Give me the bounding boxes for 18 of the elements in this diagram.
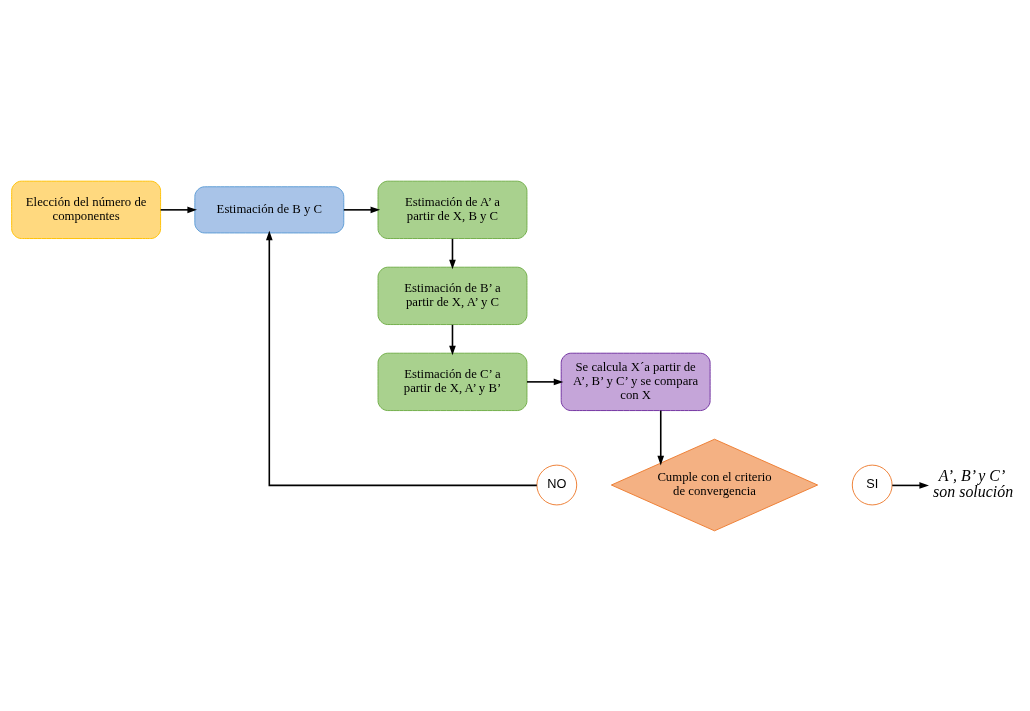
node-box: Se calcula X´a partir de A’, B’ y C’ y se compara con X [560, 352, 711, 411]
node-box: Estimación de C’ a partir de X, A’ y B’ [377, 352, 528, 411]
arrow [657, 409, 665, 465]
arrow [526, 378, 564, 385]
node-box: Elección del número de componentes [11, 180, 162, 239]
node-circle: SI [851, 464, 893, 505]
arrow [343, 206, 381, 213]
node-diamond: Cumple con el criterio de convergencia [610, 438, 819, 531]
node-box: Estimación de A’ a partir de X, B y C [377, 180, 528, 239]
arrow [449, 323, 456, 355]
arrow [891, 481, 929, 489]
arrow [159, 206, 197, 213]
node-circle: NO [536, 464, 578, 505]
node-box: Estimación de B’ a partir de X, A’ y C [377, 266, 528, 325]
arrow [265, 230, 538, 486]
node-text: A’, B’ y C’ son solución [933, 466, 1014, 500]
node-box: Estimación de B y C [194, 185, 345, 233]
arrow [449, 237, 456, 269]
